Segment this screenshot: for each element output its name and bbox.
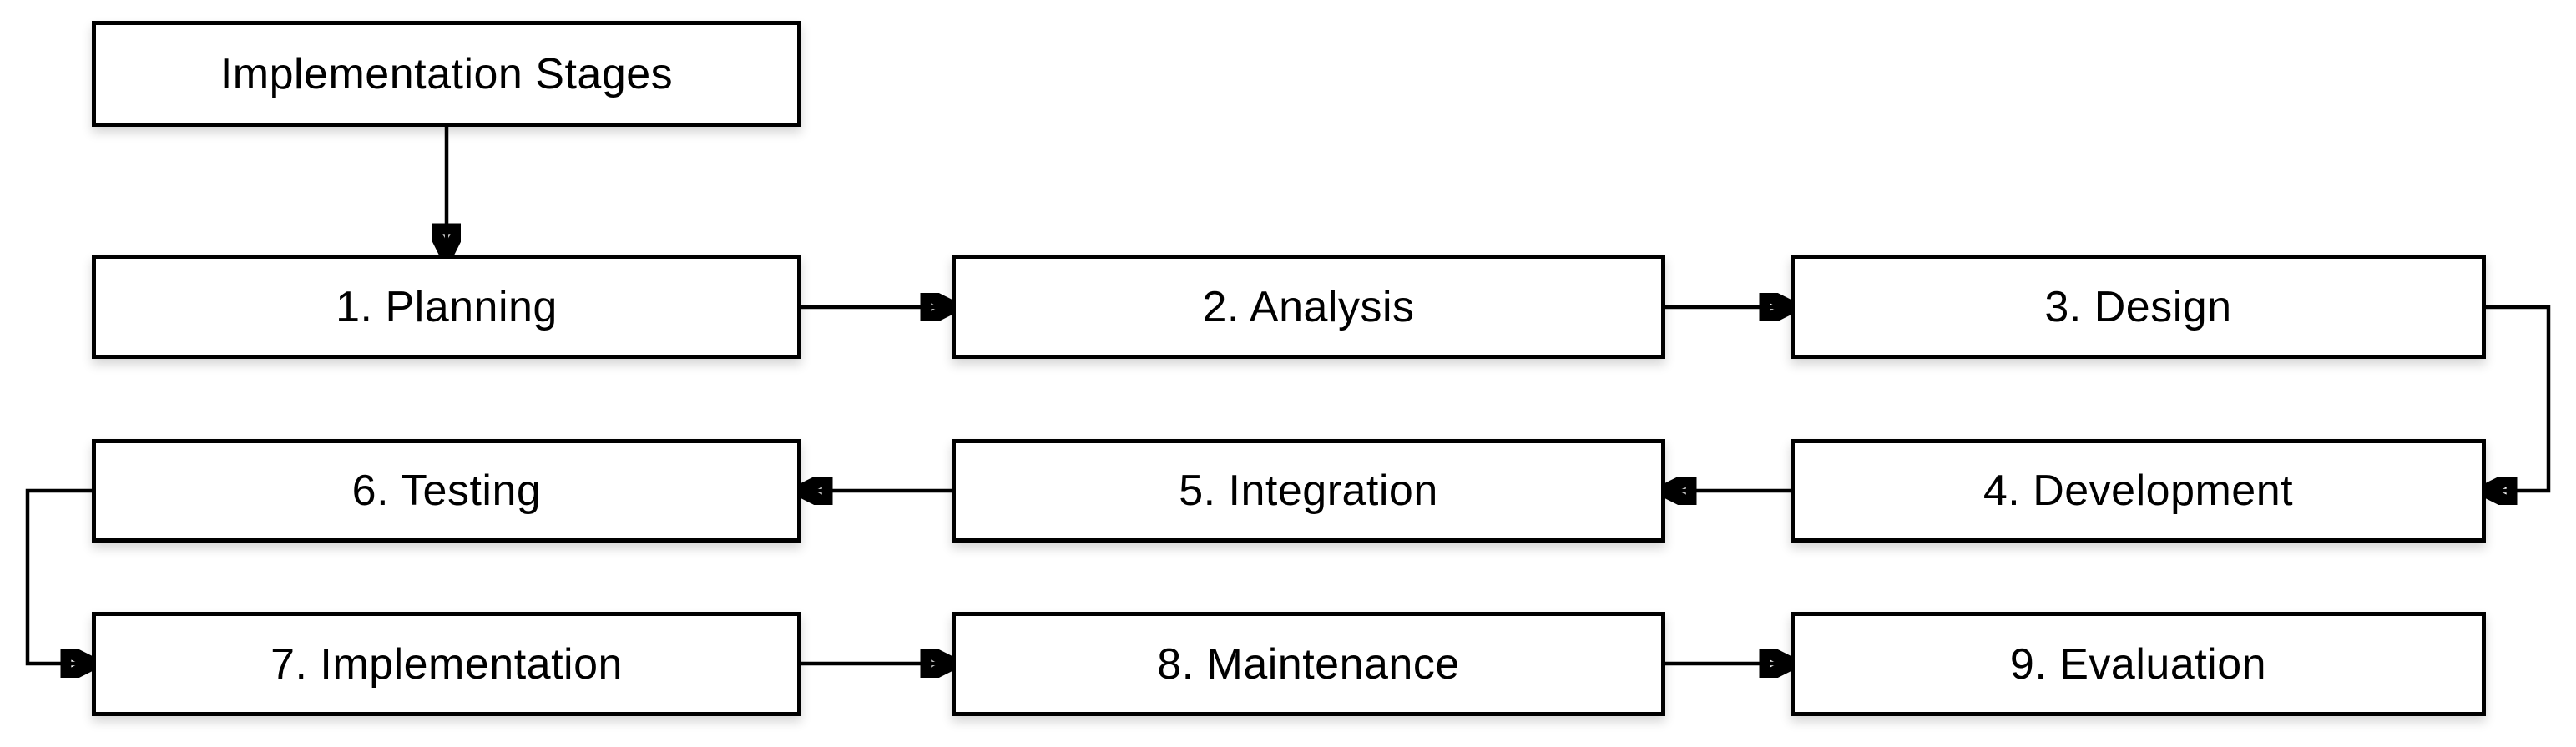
- node-analysis: 2. Analysis: [952, 255, 1665, 359]
- node-evaluation-label: 9. Evaluation: [2009, 639, 2267, 689]
- node-planning: 1. Planning: [92, 255, 801, 359]
- node-design: 3. Design: [1791, 255, 2486, 359]
- arrow-design-to-development: [2486, 305, 2551, 491]
- arrow-testing-to-implementation: [25, 488, 92, 664]
- node-analysis-label: 2. Analysis: [1202, 282, 1415, 331]
- node-implementation: 7. Implementation: [92, 612, 801, 716]
- node-design-label: 3. Design: [2044, 282, 2232, 331]
- node-title-label: Implementation Stages: [220, 49, 674, 98]
- node-testing-label: 6. Testing: [351, 467, 542, 515]
- node-integration-label: 5. Integration: [1179, 467, 1438, 515]
- node-planning-label: 1. Planning: [336, 282, 558, 331]
- node-development-label: 4. Development: [1983, 467, 2294, 515]
- node-title: Implementation Stages: [92, 21, 801, 127]
- node-evaluation: 9. Evaluation: [1791, 612, 2486, 716]
- node-development: 4. Development: [1791, 439, 2486, 543]
- node-maintenance-label: 8. Maintenance: [1157, 639, 1460, 689]
- node-maintenance: 8. Maintenance: [952, 612, 1665, 716]
- node-integration: 5. Integration: [952, 439, 1665, 543]
- node-implementation-label: 7. Implementation: [270, 639, 623, 689]
- node-testing: 6. Testing: [92, 439, 801, 543]
